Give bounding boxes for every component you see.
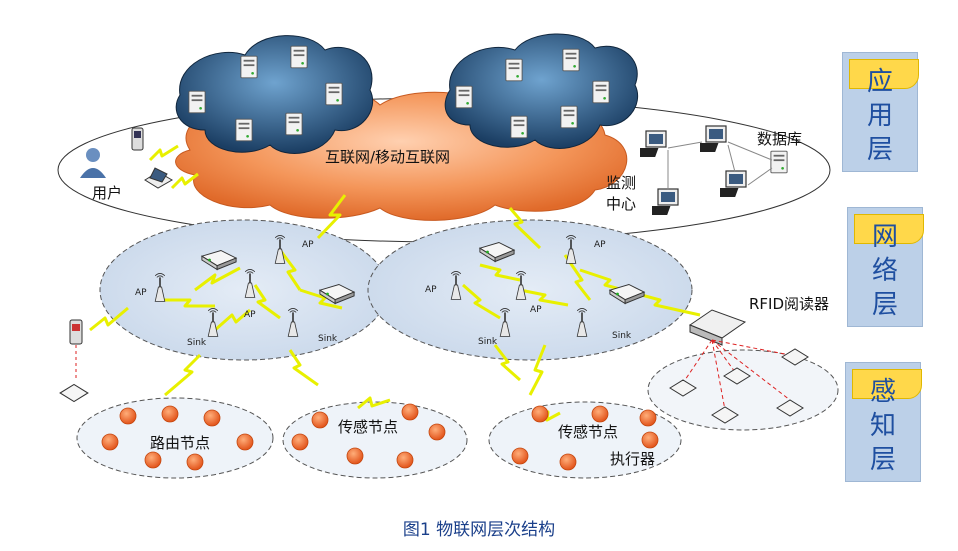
network-zone-right: [367, 219, 693, 361]
monitor-pc-icon: [720, 170, 747, 198]
database-icon: [770, 150, 788, 174]
ap-label: AP: [594, 240, 606, 250]
layer-flag: [852, 369, 922, 399]
sensor-nodes: [101, 403, 659, 471]
ap-label: AP: [135, 288, 147, 298]
route-node-label: 路由节点: [150, 434, 211, 452]
sink-label: Sink: [318, 334, 338, 344]
monitor-label-line2: 中心: [606, 195, 637, 213]
layer-char: 网: [871, 222, 898, 252]
layer-flag: [854, 214, 924, 244]
layer-char: 层: [869, 445, 896, 475]
ap-label: AP: [244, 310, 256, 320]
perception-layer-box: 感 知 层: [845, 362, 922, 482]
sensor-zone-2: [282, 401, 468, 479]
layer-char: 层: [866, 135, 893, 165]
server-cloud-right: [444, 33, 638, 149]
layer-char: 知: [869, 411, 896, 441]
monitor-label-line1: 监测: [606, 174, 637, 192]
monitor-pc-icon: [640, 130, 667, 158]
user-icon: [80, 148, 106, 178]
layer-char: 应: [866, 67, 893, 97]
mobile-device-icon: [69, 319, 83, 345]
rfid-signal-lines: [684, 339, 791, 411]
ap-label: AP: [530, 305, 542, 315]
sink-label: Sink: [478, 337, 498, 347]
database-label: 数据库: [757, 130, 803, 148]
ap-label: AP: [302, 240, 314, 250]
network-layer-box: 网 络 层: [847, 207, 924, 327]
mobile-phone-icon: [131, 127, 144, 151]
sensor-node-label-1: 传感节点: [338, 418, 399, 436]
ap-label: AP: [425, 285, 437, 295]
gateway-icon: [59, 383, 89, 403]
user-label: 用户: [92, 184, 123, 202]
sensor-node-label-2: 传感节点: [558, 423, 619, 441]
layer-char: 层: [871, 290, 898, 320]
sink-label: Sink: [612, 331, 632, 341]
monitor-pc-icon: [652, 188, 679, 216]
layer-char: 用: [866, 101, 893, 131]
layer-char: 感: [869, 377, 896, 407]
layer-char: 络: [871, 256, 898, 286]
layer-flag: [849, 59, 919, 89]
sink-label: Sink: [187, 338, 207, 348]
internet-label: 互联网/移动互联网: [325, 148, 451, 166]
rfid-reader-label: RFID阅读器: [749, 295, 830, 313]
laptop-icon: [144, 167, 174, 189]
server-cloud-left: [175, 35, 373, 154]
figure-caption: 图1 物联网层次结构: [402, 520, 556, 540]
application-layer-box: 应 用 层: [842, 52, 919, 172]
monitor-pc-icon: [700, 125, 727, 153]
actuator-label: 执行器: [610, 450, 656, 468]
